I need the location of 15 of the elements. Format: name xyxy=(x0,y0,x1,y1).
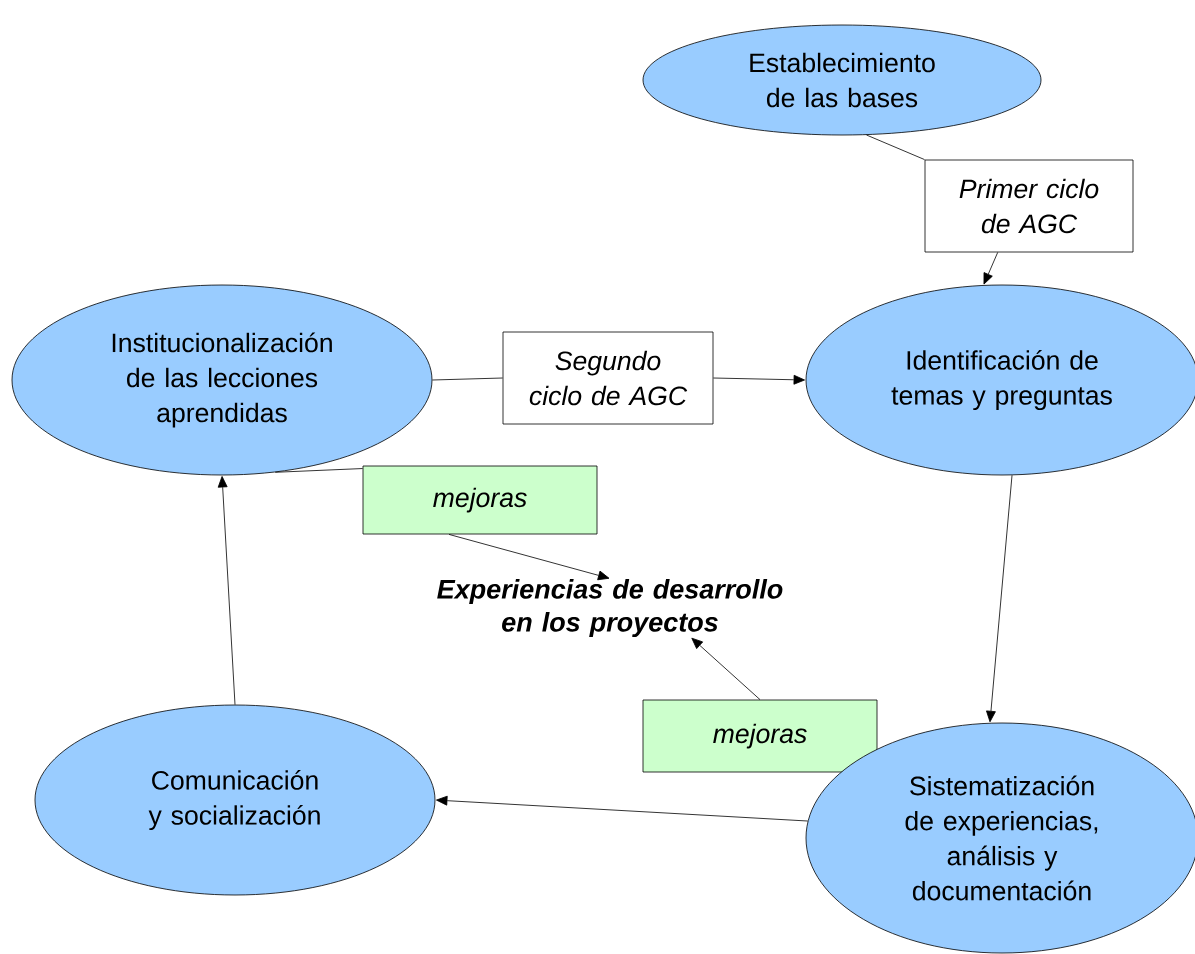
connector-line xyxy=(274,468,363,473)
arrow xyxy=(983,252,999,285)
arrow xyxy=(691,637,761,700)
center-text: Experiencias de desarrollo en los proyectos xyxy=(437,578,783,638)
improvement-box: mejoras xyxy=(362,465,598,535)
arrow xyxy=(436,795,809,822)
connector-line xyxy=(866,134,925,160)
improvement-box: mejoras xyxy=(642,699,878,773)
cycle-box: Segundo ciclo de AGC xyxy=(502,331,714,425)
arrow xyxy=(448,534,610,581)
connector-line xyxy=(432,377,503,381)
arrow xyxy=(217,476,236,705)
cycle-box: Primer ciclo de AGC xyxy=(924,159,1134,253)
arrow xyxy=(986,474,1013,723)
arrow xyxy=(713,374,805,385)
